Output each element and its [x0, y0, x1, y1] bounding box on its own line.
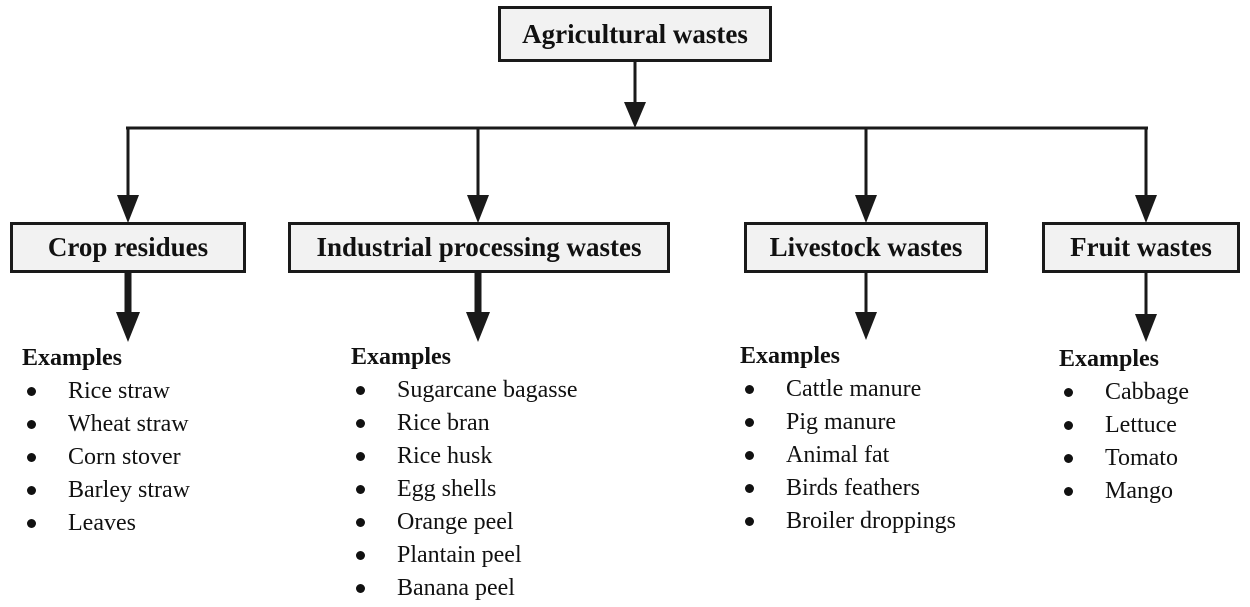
list-item: Rice husk [351, 440, 578, 473]
list-item: Mango [1059, 475, 1189, 508]
examples-industrial-processing-wastes: Examples Sugarcane bagasse Rice bran Ric… [351, 343, 578, 605]
examples-arrow-livestock [855, 312, 877, 340]
list-item: Plantain peel [351, 539, 578, 572]
list-item: Rice bran [351, 407, 578, 440]
list-item-text: Wheat straw [68, 411, 189, 437]
examples-heading: Examples [351, 344, 452, 370]
list-item-text: Mango [1105, 478, 1173, 504]
examples-livestock-wastes: Examples Cattle manure Pig manure Animal… [740, 342, 956, 538]
branch-arrow-crop [117, 195, 139, 223]
bullet-icon [356, 518, 365, 527]
bullet-icon [27, 519, 36, 528]
list-item: Orange peel [351, 506, 578, 539]
list-item-text: Birds feathers [786, 475, 920, 501]
examples-heading: Examples [740, 343, 841, 369]
examples-fruit-wastes: Examples Cabbage Lettuce Tomato Mango [1059, 345, 1189, 508]
examples-arrow-crop [116, 312, 140, 342]
bullet-icon [356, 584, 365, 593]
list-item-text: Rice bran [397, 410, 490, 436]
bullet-icon [745, 484, 754, 493]
examples-list: Rice straw Wheat straw Corn stover Barle… [22, 375, 190, 540]
list-item: Banana peel [351, 572, 578, 605]
category-node-crop-residues: Crop residues [10, 222, 246, 273]
list-item-text: Banana peel [397, 575, 515, 601]
list-item-text: Cabbage [1105, 379, 1189, 405]
bullet-icon [356, 485, 365, 494]
bullet-icon [27, 453, 36, 462]
list-item-text: Animal fat [786, 442, 890, 468]
bullet-icon [356, 386, 365, 395]
list-item: Egg shells [351, 473, 578, 506]
list-item-text: Rice straw [68, 378, 170, 404]
list-item-text: Leaves [68, 510, 136, 536]
list-item: Rice straw [22, 375, 190, 408]
root-node: Agricultural wastes [498, 6, 772, 62]
bullet-icon [356, 551, 365, 560]
list-item-text: Sugarcane bagasse [397, 377, 578, 403]
bullet-icon [745, 451, 754, 460]
list-item-text: Pig manure [786, 409, 896, 435]
list-item-text: Egg shells [397, 476, 497, 502]
list-item: Pig manure [740, 406, 956, 439]
bullet-icon [745, 418, 754, 427]
list-item: Animal fat [740, 439, 956, 472]
list-item: Barley straw [22, 474, 190, 507]
list-item: Corn stover [22, 441, 190, 474]
list-item: Wheat straw [22, 408, 190, 441]
bullet-icon [1064, 487, 1073, 496]
examples-crop-residues: Examples Rice straw Wheat straw Corn sto… [22, 344, 190, 540]
list-item-text: Barley straw [68, 477, 190, 503]
branch-arrow-livestock [855, 195, 877, 223]
list-item-text: Lettuce [1105, 412, 1177, 438]
examples-heading: Examples [22, 345, 123, 371]
list-item-text: Orange peel [397, 509, 514, 535]
list-item: Cabbage [1059, 376, 1189, 409]
list-item: Birds feathers [740, 472, 956, 505]
root-arrowhead [624, 102, 646, 128]
branch-arrow-fruit [1135, 195, 1157, 223]
list-item: Tomato [1059, 442, 1189, 475]
list-item-text: Broiler droppings [786, 508, 956, 534]
list-item-text: Plantain peel [397, 542, 522, 568]
list-item-text: Cattle manure [786, 376, 922, 402]
bullet-icon [356, 419, 365, 428]
bullet-icon [1064, 388, 1073, 397]
examples-arrow-industrial [466, 312, 490, 342]
list-item: Cattle manure [740, 373, 956, 406]
bullet-icon [356, 452, 365, 461]
bullet-icon [27, 486, 36, 495]
category-node-livestock-wastes: Livestock wastes [744, 222, 988, 273]
bullet-icon [1064, 454, 1073, 463]
category-node-fruit-wastes: Fruit wastes [1042, 222, 1240, 273]
bullet-icon [745, 385, 754, 394]
category-node-industrial-processing-wastes: Industrial processing wastes [288, 222, 670, 273]
bullet-icon [1064, 421, 1073, 430]
examples-arrow-fruit [1135, 314, 1157, 342]
list-item: Sugarcane bagasse [351, 374, 578, 407]
list-item: Broiler droppings [740, 505, 956, 538]
branch-arrow-industrial [467, 195, 489, 223]
bullet-icon [27, 420, 36, 429]
list-item-text: Tomato [1105, 445, 1178, 471]
examples-list: Cattle manure Pig manure Animal fat Bird… [740, 373, 956, 538]
bullet-icon [27, 387, 36, 396]
bullet-icon [745, 517, 754, 526]
examples-heading: Examples [1059, 346, 1160, 372]
examples-list: Cabbage Lettuce Tomato Mango [1059, 376, 1189, 508]
list-item-text: Rice husk [397, 443, 493, 469]
list-item: Lettuce [1059, 409, 1189, 442]
list-item: Leaves [22, 507, 190, 540]
list-item-text: Corn stover [68, 444, 181, 470]
examples-list: Sugarcane bagasse Rice bran Rice husk Eg… [351, 374, 578, 605]
